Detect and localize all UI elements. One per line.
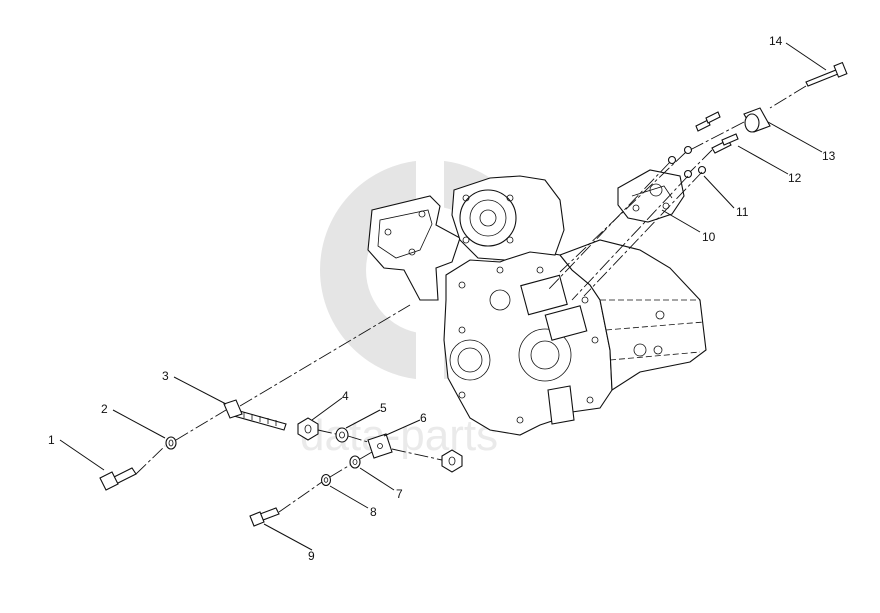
part-6-nut bbox=[441, 449, 463, 473]
part-14-long-bolt bbox=[805, 61, 848, 87]
engine-front-cover bbox=[367, 175, 707, 436]
callout-3: 3 bbox=[162, 369, 169, 383]
leader-lines bbox=[59, 42, 827, 551]
callout-11: 11 bbox=[736, 205, 749, 219]
callout-labels: 1 2 3 4 5 6 7 8 9 10 11 12 13 14 bbox=[48, 34, 836, 563]
callout-4: 4 bbox=[342, 389, 349, 403]
callout-1: 1 bbox=[48, 433, 55, 447]
callout-5: 5 bbox=[380, 401, 387, 415]
part-13-spacer-sleeve bbox=[743, 107, 771, 133]
part-7-washer bbox=[349, 455, 361, 469]
part-4-nut bbox=[297, 417, 319, 441]
part-9-bolt bbox=[249, 507, 280, 527]
callout-9: 9 bbox=[308, 549, 315, 563]
part-8-washer bbox=[320, 473, 332, 487]
part-3-stud bbox=[223, 399, 287, 431]
mounting-bracket bbox=[617, 169, 685, 223]
watermark-text: data-parts bbox=[300, 411, 498, 460]
part-1-bolt bbox=[99, 467, 137, 491]
callout-12: 12 bbox=[788, 171, 802, 185]
part-12-short-bolts bbox=[695, 111, 739, 154]
callout-13: 13 bbox=[822, 149, 836, 163]
part-11-washers bbox=[667, 145, 707, 179]
callout-8: 8 bbox=[370, 505, 377, 519]
callout-14: 14 bbox=[769, 34, 783, 48]
callout-6: 6 bbox=[420, 411, 427, 425]
assembly-lines bbox=[135, 85, 807, 513]
part-5-washer bbox=[335, 427, 349, 443]
part-2-washer bbox=[165, 436, 177, 450]
callout-10: 10 bbox=[702, 230, 716, 244]
callout-7: 7 bbox=[396, 487, 403, 501]
callout-2: 2 bbox=[101, 402, 108, 416]
